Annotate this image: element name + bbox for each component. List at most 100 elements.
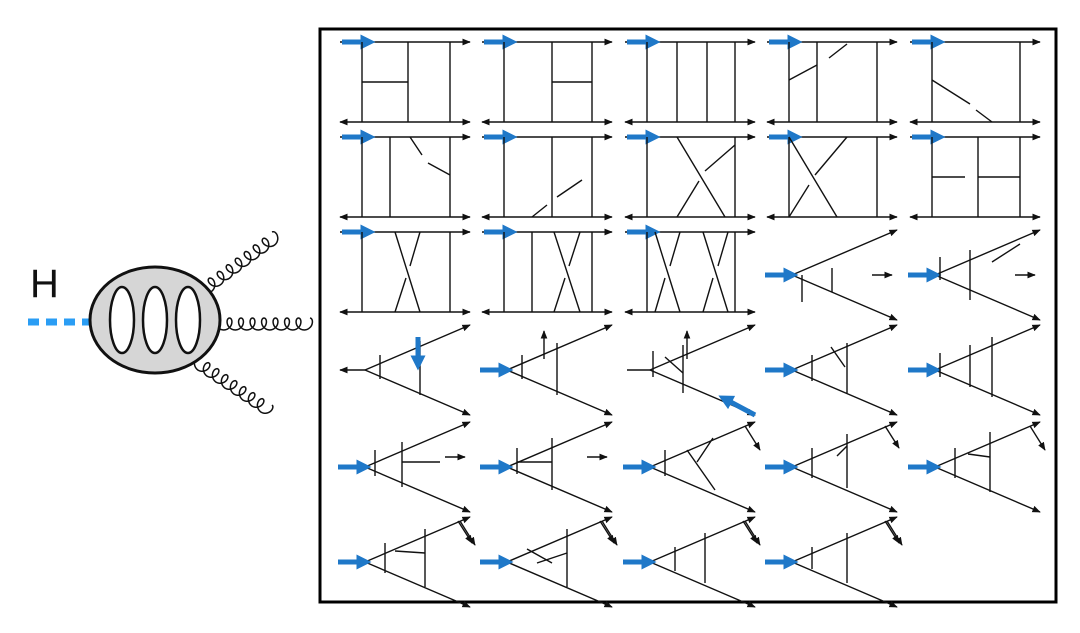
emission-line — [744, 425, 761, 451]
internal-line — [931, 79, 971, 105]
internal-line — [788, 184, 810, 218]
upper-line — [649, 324, 756, 371]
diagram-triangle — [623, 421, 761, 513]
internal-line — [717, 231, 729, 267]
upper-line — [364, 421, 471, 468]
lower-line — [649, 561, 756, 608]
lower-line — [649, 466, 756, 513]
internal-line — [836, 445, 848, 457]
internal-line — [830, 346, 846, 368]
internal-line — [654, 277, 666, 313]
lower-line — [364, 466, 471, 513]
upper-line — [506, 324, 613, 371]
gluon-middle — [214, 317, 314, 331]
lower-line — [364, 561, 471, 608]
lower-line — [506, 561, 613, 608]
internal-line — [676, 136, 726, 218]
internal-line — [553, 231, 581, 313]
internal-line — [828, 43, 848, 59]
internal-line — [409, 136, 423, 156]
diagram-box-x — [624, 129, 756, 221]
diagram-box-x — [766, 129, 898, 221]
emission-line — [601, 520, 618, 546]
diagram-box-twisted — [481, 224, 613, 316]
diagram-triangle — [765, 324, 898, 416]
internal-line — [531, 204, 548, 218]
diagram-triangle — [908, 421, 1046, 513]
diagram-box-ladder — [481, 34, 613, 126]
diagram-grid-frame — [318, 27, 1058, 604]
internal-line — [702, 231, 729, 313]
diagram-triangle — [480, 324, 613, 416]
emission-line — [886, 520, 903, 546]
diagram-triangle — [765, 229, 898, 321]
upper-line — [506, 516, 613, 563]
internal-line — [427, 162, 451, 176]
internal-line — [669, 231, 681, 267]
internal-line — [788, 64, 818, 81]
lower-line — [791, 561, 898, 608]
lower-line — [506, 466, 613, 513]
upper-line — [791, 229, 898, 276]
upper-line — [649, 421, 756, 468]
internal-line — [704, 144, 736, 172]
lower-line — [934, 369, 1041, 416]
lower-line — [934, 274, 1041, 321]
internal-line — [702, 277, 714, 313]
incoming-arrow-icon — [718, 395, 757, 418]
internal-line — [664, 356, 684, 374]
emission-line — [742, 520, 758, 544]
emission-line — [599, 520, 615, 544]
diagram-triangle — [623, 516, 761, 608]
lower-line — [791, 274, 898, 321]
higgs-label: H — [30, 262, 59, 306]
upper-line — [364, 516, 471, 563]
upper-line — [934, 229, 1041, 276]
internal-line — [676, 180, 700, 218]
upper-line — [649, 516, 756, 563]
emission-line — [884, 520, 900, 544]
internal-line — [394, 277, 407, 313]
internal-line — [696, 437, 714, 463]
diagram-box-twisted — [339, 224, 471, 316]
internal-line — [556, 179, 583, 198]
upper-line — [506, 421, 613, 468]
upper-line — [791, 421, 898, 468]
emission-line — [1029, 425, 1046, 451]
internal-line — [814, 136, 848, 176]
internal-line — [975, 109, 993, 123]
diagram-triangle-emission — [627, 324, 757, 418]
diagram-box-ladder — [339, 34, 471, 126]
emission-line — [459, 520, 476, 546]
diagram-box-crossed — [909, 34, 1041, 126]
internal-line — [788, 136, 838, 218]
diagram-triangle — [765, 421, 900, 513]
lower-line — [791, 466, 898, 513]
loop-2 — [141, 285, 169, 355]
diagram-box-double-twisted — [624, 224, 756, 316]
internal-line — [526, 548, 553, 564]
gluon-upper — [198, 230, 279, 294]
upper-line — [791, 516, 898, 563]
higgs-decay-figure — [28, 230, 314, 414]
lower-line — [364, 369, 471, 416]
emission-line — [457, 520, 473, 544]
diagram-triangle — [338, 421, 471, 513]
emission-line — [744, 520, 761, 546]
internal-line — [409, 231, 421, 267]
internal-line — [568, 231, 581, 267]
diagram-triangle — [765, 516, 903, 608]
diagram-triangle — [338, 516, 476, 608]
upper-line — [934, 421, 1041, 468]
internal-line — [394, 550, 426, 554]
lower-line — [506, 369, 613, 416]
diagram-box-crossed — [339, 129, 471, 221]
internal-line — [536, 552, 568, 564]
internal-line — [394, 231, 421, 313]
diagram-triangle — [480, 421, 613, 513]
diagram-box-ladder-3 — [624, 34, 756, 126]
lower-line — [791, 369, 898, 416]
internal-line — [991, 243, 1021, 263]
diagram-box-crossed — [766, 34, 898, 126]
